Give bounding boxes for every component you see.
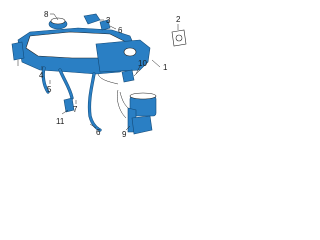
callout-7: 7 [73, 105, 78, 114]
part-6-sensor[interactable] [99, 19, 111, 31]
part-10-sensor[interactable] [121, 69, 141, 83]
callout-10: 10 [138, 59, 147, 68]
callout-2: 2 [176, 15, 181, 24]
part-9-pump[interactable] [117, 89, 157, 135]
parts-diagram: 8 3 6 2 1 4 5 7 6 10 11 9 [11, 10, 187, 139]
main-assembly[interactable] [11, 17, 151, 75]
callout-3: 3 [106, 16, 111, 25]
callout-6b: 6 [96, 128, 101, 137]
part-3-bracket[interactable] [83, 13, 101, 25]
part-2-bracket[interactable] [171, 29, 187, 47]
hose-lines[interactable] [41, 66, 119, 132]
callout-6: 6 [118, 26, 123, 35]
leader-lines [41, 13, 179, 131]
callout-1: 1 [163, 63, 168, 72]
part-11-fitting[interactable] [63, 97, 75, 113]
callout-8: 8 [44, 10, 49, 19]
callout-5: 5 [47, 85, 52, 94]
callout-11: 11 [56, 117, 65, 126]
callout-9: 9 [122, 130, 127, 139]
callout-4: 4 [39, 71, 44, 80]
